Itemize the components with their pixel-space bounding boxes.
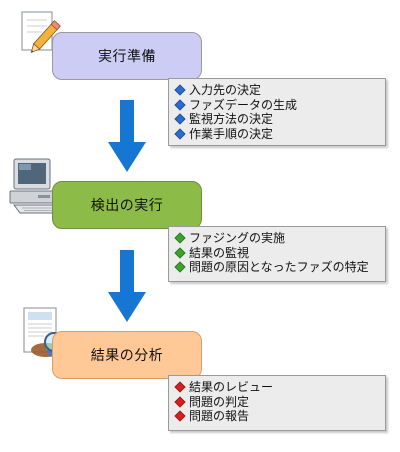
- phase-box-execution: 検出の実行: [52, 181, 202, 229]
- computer-icon: [8, 155, 70, 217]
- task-item: 結果の監視: [174, 246, 381, 261]
- diamond-bullet-icon: [174, 99, 186, 111]
- task-list-analysis: 結果のレビュー 問題の判定 問題の報告: [168, 375, 386, 431]
- diamond-bullet-icon: [174, 232, 186, 244]
- diamond-bullet-icon: [174, 128, 186, 140]
- task-item: 結果のレビュー: [174, 380, 381, 395]
- down-arrow-icon: [108, 250, 146, 326]
- task-item: 監視方法の決定: [174, 112, 381, 127]
- diamond-bullet-icon: [174, 261, 186, 273]
- task-item: ファジングの実施: [174, 231, 381, 246]
- diamond-bullet-icon: [174, 113, 186, 125]
- task-item: 問題の判定: [174, 395, 381, 410]
- phase-label: 検出の実行: [90, 198, 164, 214]
- phase-box-analysis: 結果の分析: [52, 331, 202, 379]
- phase-label: 実行準備: [98, 49, 156, 65]
- phase-box-preparation: 実行準備: [52, 32, 202, 80]
- diamond-bullet-icon: [174, 381, 186, 393]
- diamond-bullet-icon: [174, 247, 186, 259]
- task-item: 問題の報告: [174, 409, 381, 424]
- diamond-bullet-icon: [174, 396, 186, 408]
- task-item: ファズデータの生成: [174, 98, 381, 113]
- pencil-document-icon: [20, 8, 68, 60]
- diamond-bullet-icon: [174, 410, 186, 422]
- diamond-bullet-icon: [174, 84, 186, 96]
- down-arrow-icon: [108, 100, 146, 176]
- task-item: 入力先の決定: [174, 83, 381, 98]
- task-item: 作業手順の決定: [174, 127, 381, 142]
- task-list-preparation: 入力先の決定 ファズデータの生成 監視方法の決定 作業手順の決定: [168, 78, 386, 146]
- task-list-execution: ファジングの実施 結果の監視 問題の原因となったファズの特定: [168, 226, 386, 282]
- task-item: 問題の原因となったファズの特定: [174, 260, 381, 275]
- phase-label: 結果の分析: [90, 348, 164, 364]
